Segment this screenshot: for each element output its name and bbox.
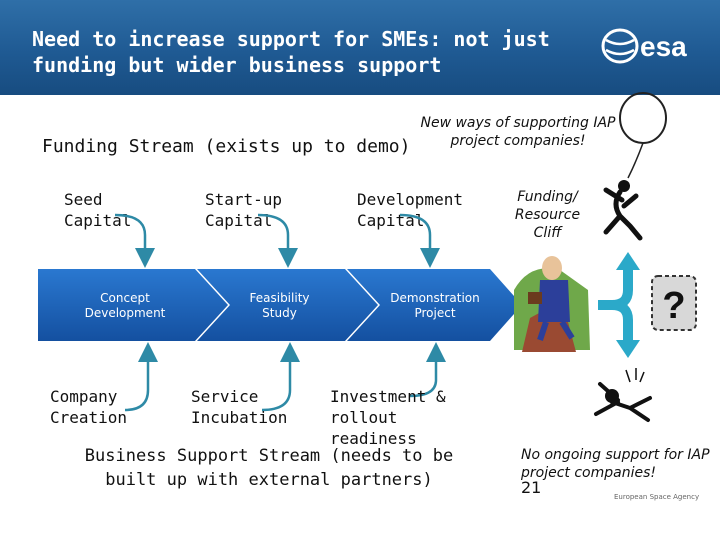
arrow-company <box>124 342 158 412</box>
stage-startup-capital: Start-up Capital <box>205 190 283 230</box>
question-box-icon: ? <box>651 275 697 331</box>
chevron-feasibility <box>197 269 378 341</box>
chevron-concept <box>38 269 228 341</box>
page-number: 21 <box>521 478 542 497</box>
no-support-note: No ongoing support for IAP project compa… <box>521 447 710 481</box>
esa-logo-text: esa <box>640 31 687 62</box>
arrow-development <box>399 213 440 268</box>
funding-stream-title: Funding Stream (exists up to demo) <box>42 136 411 157</box>
balloon-figure-icon <box>603 92 667 241</box>
arrow-investment <box>409 342 446 398</box>
title-bar: Need to increase support for SMEs: not j… <box>0 0 720 95</box>
split-arrow-icon <box>598 252 640 358</box>
stage-service-incubation: Service Incubation <box>191 387 288 427</box>
chevron-label-demonstration: Demonstration Project <box>390 291 480 320</box>
funding-cliff-note: Funding/ Resource Cliff <box>514 189 581 241</box>
esa-logo-icon: esa <box>601 28 687 64</box>
stage-company-creation: Company Creation <box>50 387 128 427</box>
svg-text:?: ? <box>662 285 685 327</box>
stage-seed-capital: Seed Capital <box>64 190 132 230</box>
chevron-label-feasibility: Feasibility Study <box>249 291 310 320</box>
slide-title: Need to increase support for SMEs: not j… <box>32 27 550 77</box>
arrow-service <box>261 342 300 412</box>
falling-figure-icon <box>594 368 652 422</box>
chevron-label-concept: Concept Development <box>84 291 166 320</box>
new-ways-note: New ways of supporting IAP project compa… <box>420 115 616 149</box>
cliff-climber-icon <box>514 256 590 352</box>
chevron-demonstration <box>347 269 522 341</box>
arrow-startup <box>257 213 298 268</box>
footer-agency-text: European Space Agency <box>614 493 700 501</box>
arrow-seed <box>114 213 155 268</box>
business-stream-title: Business Support Stream (needs to be bui… <box>84 446 454 490</box>
stage-investment-rollout: Investment & rollout readiness <box>330 387 446 448</box>
